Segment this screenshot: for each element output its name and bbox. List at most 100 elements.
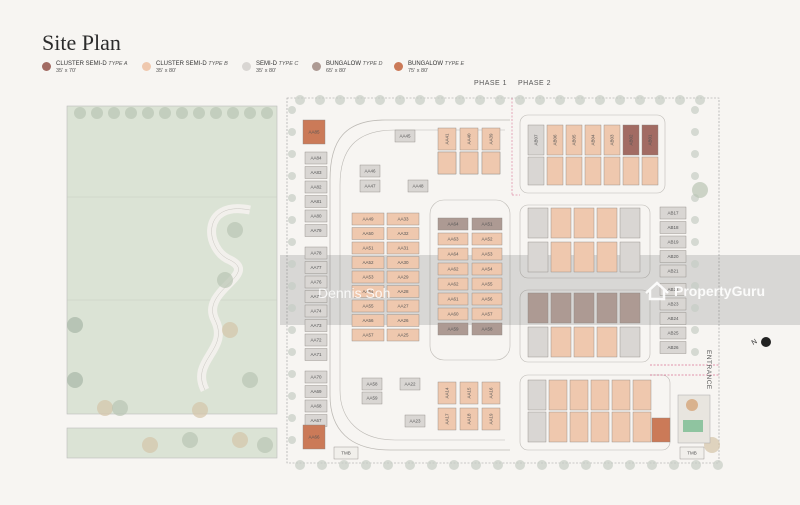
plot-aa57 [351,328,385,342]
plot-unit [569,411,589,443]
tree-icon [691,128,699,136]
tree-icon [335,95,345,105]
plot-aa83 [304,166,328,179]
tree-icon [515,460,525,470]
legend-type-c: TYPE C [278,61,299,67]
plot-aa55 [471,277,503,291]
tree-icon [288,216,296,224]
plot-label: AA73 [310,323,322,328]
plot-aa68 [304,399,328,413]
tree-icon [317,460,327,470]
plot-label: AA26 [397,318,409,323]
plot-label: AA56 [481,297,493,302]
brand-logo-icon [645,281,669,301]
tree-icon [288,326,296,334]
tree-icon [339,460,349,470]
plot-label: AA49 [362,217,374,222]
plot-aa59 [361,391,383,405]
plot-label: AA59 [447,327,459,332]
plot-aa46 [359,164,381,178]
plot-label: AA69 [310,389,322,394]
plot-aa51 [471,217,503,231]
tree-icon [615,95,625,105]
plot-unit [550,292,572,324]
plot-aa40 [459,127,479,151]
tree-icon [691,150,699,158]
legend-type-e: TYPE E [444,61,465,67]
tree-icon [383,460,393,470]
plot-ab01 [641,124,659,156]
tree-icon [691,282,699,290]
plot-aa82 [304,180,328,194]
plot-aa16 [481,381,501,405]
plot-label: AB24 [667,316,679,321]
plot-label: AB04 [591,134,596,146]
tree-icon [227,107,239,119]
tree-icon [515,95,525,105]
tree-icon [691,260,699,268]
plot-label: AA19 [489,413,494,425]
plot-aa53 [471,247,503,261]
plot-unit [590,379,610,411]
tree-icon [691,216,699,224]
legend-label-type-b: CLUSTER SEMI-D [156,61,207,67]
plot-label: AA15 [467,387,472,399]
plot-aa80 [304,209,328,223]
plot-aa58 [361,377,383,391]
plot-label: AA58 [481,327,493,332]
plot-aa59 [437,322,469,336]
plot-unit [651,417,671,443]
plot-ab18 [659,221,687,234]
plot-aa66 [302,424,326,450]
plot-aa62 [437,277,469,291]
plot-ab20 [659,250,687,263]
tree-icon [288,238,296,246]
plot-label: AA23 [409,419,421,424]
plot-unit [481,151,501,175]
legend-size-type-e: 75' x 80' [408,68,429,74]
plot-aa45 [394,129,416,143]
tree-icon [288,436,296,444]
plot-unit [641,156,659,186]
plot-label: AA63 [447,237,459,242]
compass-icon [761,337,772,347]
plot-aa49 [351,212,385,226]
plot-unit [527,156,545,186]
plot-label: AA57 [362,333,374,338]
legend-swatch-type-e [394,62,403,71]
plot-ab21 [659,264,687,278]
plot-unit [619,292,641,324]
tree-icon [67,372,83,388]
plot-aa57 [471,307,503,321]
phase-1-label: PHASE 1 [474,80,508,87]
tree-icon [427,460,437,470]
plot-label: AA68 [310,404,322,409]
plot-label: AA17 [445,413,450,425]
plot-aa15 [459,381,479,405]
plot-label: AA18 [467,413,472,425]
plot-label: AA83 [310,170,322,175]
plot-aa56 [351,314,385,327]
plot-label: AA27 [397,304,409,309]
plot-label: AA62 [447,282,459,287]
plot-unit [596,292,618,324]
tree-icon [361,460,371,470]
tree-icon [142,107,154,119]
plot-aa26 [386,314,420,327]
north-label: N [750,338,759,347]
tree-icon [288,260,296,268]
plot-unit [603,156,621,186]
plot-label: AA22 [404,382,416,387]
tree-icon [315,95,325,105]
plot-unit [573,326,595,358]
legend-label-type-d: BUNGALOW [326,61,362,67]
plot-label: AB17 [667,211,679,216]
plot-ab07 [527,124,545,156]
plot-label: AA41 [445,133,450,145]
plot-aa18 [459,407,479,431]
tree-icon [405,460,415,470]
plot-label: AB18 [667,225,679,230]
tree-icon [295,95,305,105]
plot-unit [596,207,618,239]
